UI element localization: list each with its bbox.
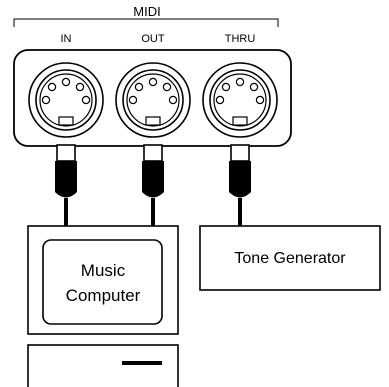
midi-out-cable-plug — [142, 144, 164, 198]
computer-screen — [42, 239, 163, 325]
computer-label-line1: Music — [81, 261, 126, 280]
midi-in-cable-plug — [55, 144, 77, 198]
music-computer: Music Computer — [27, 225, 179, 335]
tone-generator: Tone Generator — [199, 225, 381, 291]
tone-generator-box — [199, 225, 381, 291]
midi-title: MIDI — [133, 4, 160, 19]
port-label-out: OUT — [141, 33, 165, 45]
midi-out-connector — [115, 62, 191, 138]
computer-base-unit — [27, 344, 179, 387]
midi-bracket — [13, 18, 279, 27]
midi-thru-cable-plug — [229, 144, 251, 198]
disk-drive-slot — [122, 361, 162, 365]
midi-thru-connector — [202, 62, 278, 138]
midi-in-connector — [28, 62, 104, 138]
computer-label-line2: Computer — [66, 286, 141, 305]
tone-generator-label: Tone Generator — [234, 250, 346, 267]
port-label-in: IN — [61, 33, 72, 45]
port-label-thru: THRU — [225, 33, 256, 45]
